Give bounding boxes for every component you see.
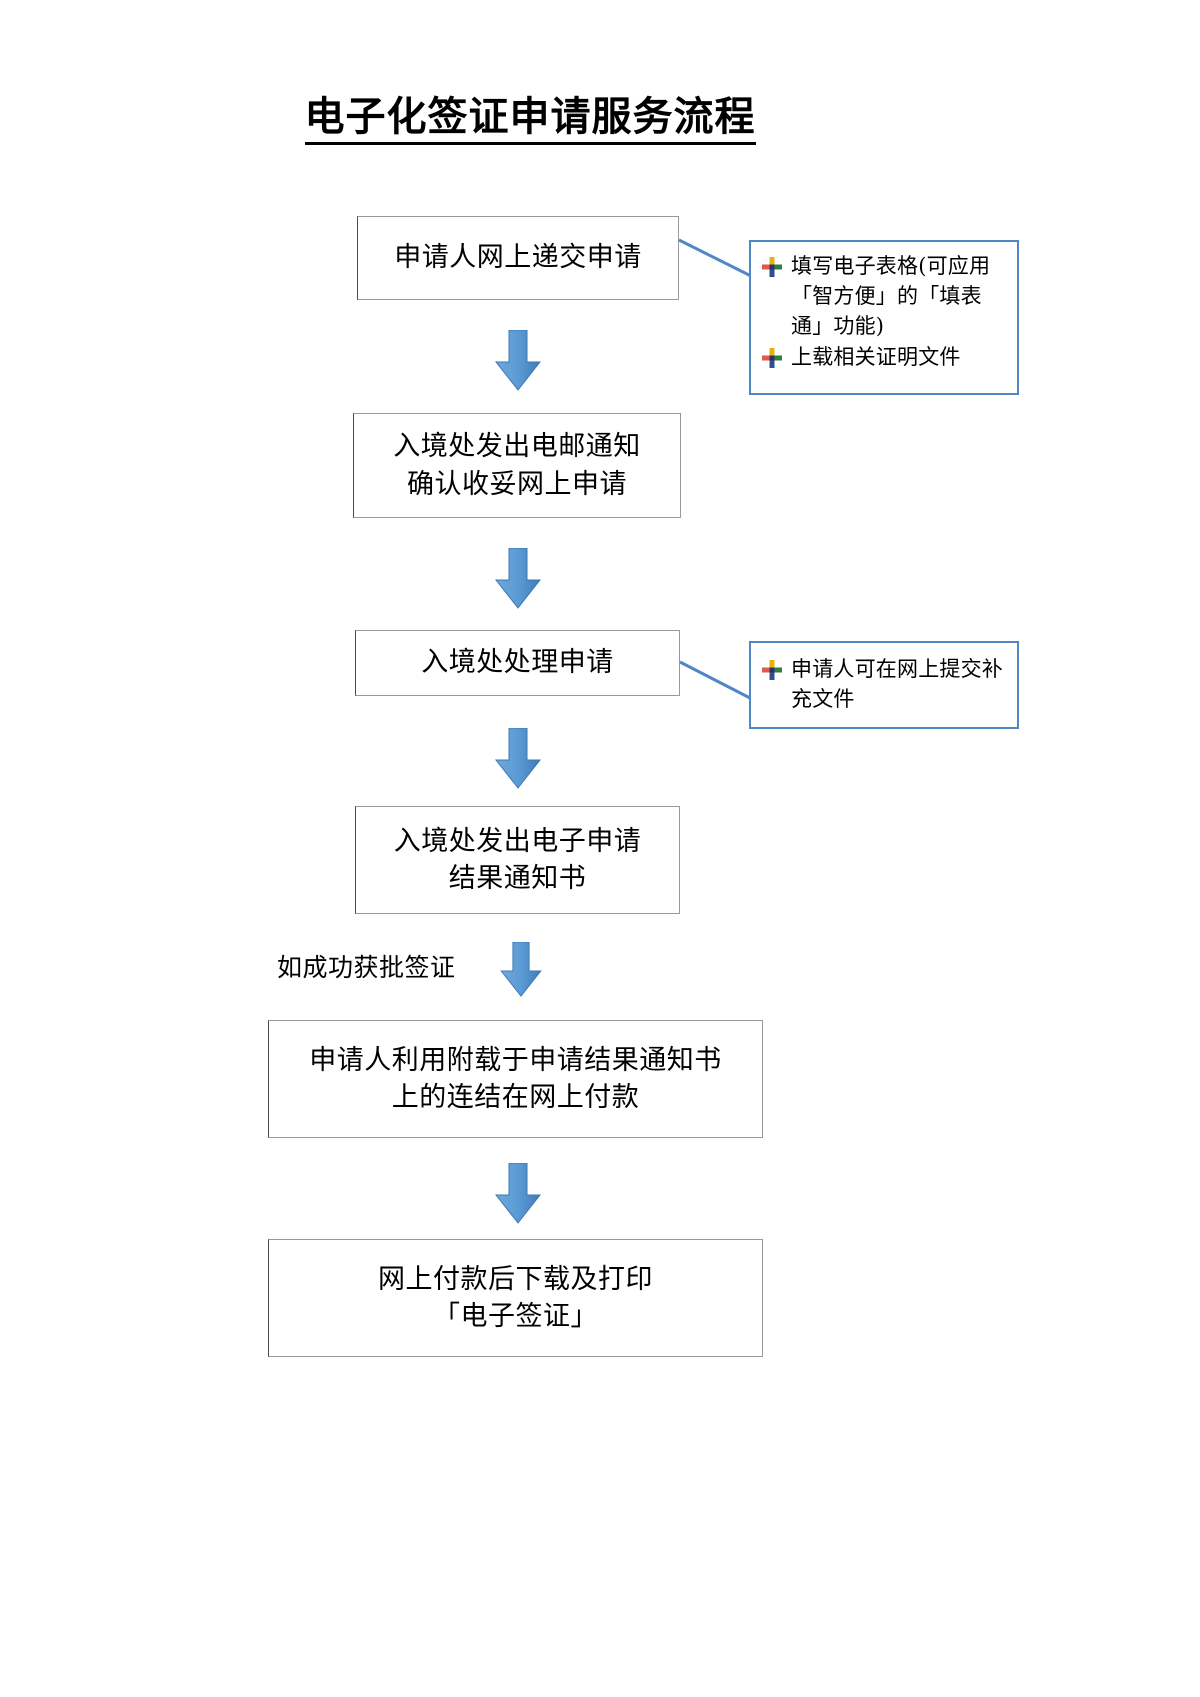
callout-1-item-1: 填写电子表格(可应用「智方便」的「填表通」功能) (761, 252, 1005, 341)
callout-1-item-2: 上载相关证明文件 (761, 343, 1005, 373)
connector-step3-callout2 (679, 660, 751, 700)
step-5-line-1: 申请人利用附载于申请结果通知书 (309, 1044, 722, 1076)
page-title-text: 电子化签证申请服务流程 (304, 95, 756, 145)
four-color-cross-bullet-icon (761, 256, 783, 282)
callout-2-item-1: 申请人可在网上提交补充文件 (761, 655, 1005, 715)
step-4-line-1: 入境处发出电子申请 (393, 825, 642, 857)
four-color-cross-bullet-icon (761, 347, 783, 373)
down-arrow-icon-1 (495, 330, 541, 391)
four-color-cross-bullet-icon (761, 659, 783, 685)
process-box-step-5: 申请人利用附载于申请结果通知书 上的连结在网上付款 (268, 1020, 763, 1138)
process-box-step-3: 入境处处理申请 (355, 630, 680, 696)
callout-2-item-1-text: 申请人可在网上提交补充文件 (791, 657, 1003, 711)
down-arrow-icon-2 (495, 548, 541, 609)
down-arrow-icon-4 (500, 942, 542, 997)
page-title: 电子化签证申请服务流程 (0, 95, 1060, 145)
step-3-line-1: 入境处处理申请 (421, 647, 614, 679)
down-arrow-icon-5 (495, 1163, 541, 1224)
process-box-step-4: 入境处发出电子申请 结果通知书 (355, 806, 680, 914)
step-1-line-1: 申请人网上递交申请 (394, 242, 642, 274)
step-4-line-2: 结果通知书 (448, 863, 587, 894)
process-box-step-2: 入境处发出电邮通知 确认收妥网上申请 (353, 413, 681, 518)
process-box-step-6: 网上付款后下载及打印 「电子签证」 (268, 1239, 763, 1357)
callout-2: 申请人可在网上提交补充文件 (749, 641, 1019, 729)
step-2-line-2: 确认收妥网上申请 (407, 468, 627, 500)
step-6-line-2: 「电子签证」 (433, 1301, 598, 1332)
step-6-line-1: 网上付款后下载及打印 (378, 1263, 653, 1295)
callout-1-item-1-text: 填写电子表格(可应用「智方便」的「填表通」功能) (791, 254, 991, 338)
down-arrow-icon-3 (495, 728, 541, 789)
step-5-line-2: 上的连结在网上付款 (391, 1082, 640, 1113)
connector-step1-callout1 (678, 238, 752, 278)
process-box-step-1: 申请人网上递交申请 (357, 216, 679, 300)
step-2-line-1: 入境处发出电邮通知 (393, 431, 641, 463)
callout-1: 填写电子表格(可应用「智方便」的「填表通」功能) 上载相关证明文件 (749, 240, 1019, 395)
condition-label: 如成功获批签证 (277, 953, 456, 982)
callout-1-item-2-text: 上载相关证明文件 (791, 345, 961, 370)
